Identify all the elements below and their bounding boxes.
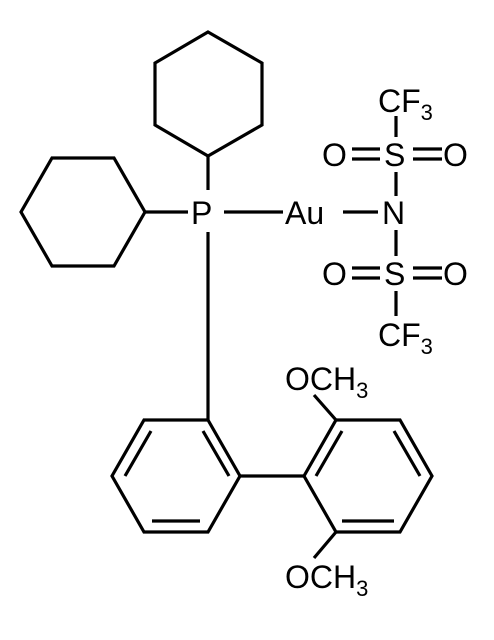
atom-oxygen-top-right: O (443, 137, 468, 173)
atom-methoxy-bottom: OCH3 (285, 559, 368, 601)
atom-sulfur-top: S (384, 137, 405, 173)
cyclohexyl-ring-top (153, 30, 264, 158)
atom-oxygen-bottom-left: O (322, 256, 347, 292)
bond-ring-ome-bottom (312, 530, 338, 560)
dimethoxyphenyl-inner-bond-1 (314, 430, 344, 477)
cyclohexyl-ring-left (19, 156, 147, 268)
phenyl-ring (110, 418, 242, 534)
bond-ring-ome-top (312, 393, 338, 422)
dimethoxyphenyl-inner-bond-2 (392, 430, 422, 477)
phenyl-inner-bond-1 (201, 430, 231, 477)
atom-oxygen-top-left: O (322, 137, 347, 173)
atom-oxygen-bottom-right: O (443, 256, 468, 292)
atom-cf3-top: CF3 (378, 83, 433, 125)
atom-nitrogen: N (382, 195, 405, 231)
atom-methoxy-top: OCH3 (285, 361, 368, 403)
atom-phosphorus: P (191, 195, 212, 231)
phenyl-inner-bond-3 (123, 430, 153, 477)
atom-gold: Au (285, 195, 324, 231)
dimethoxyphenyl-ring (302, 418, 434, 534)
atom-cf3-bottom: CF3 (378, 317, 433, 359)
atom-sulfur-bottom: S (384, 256, 405, 292)
